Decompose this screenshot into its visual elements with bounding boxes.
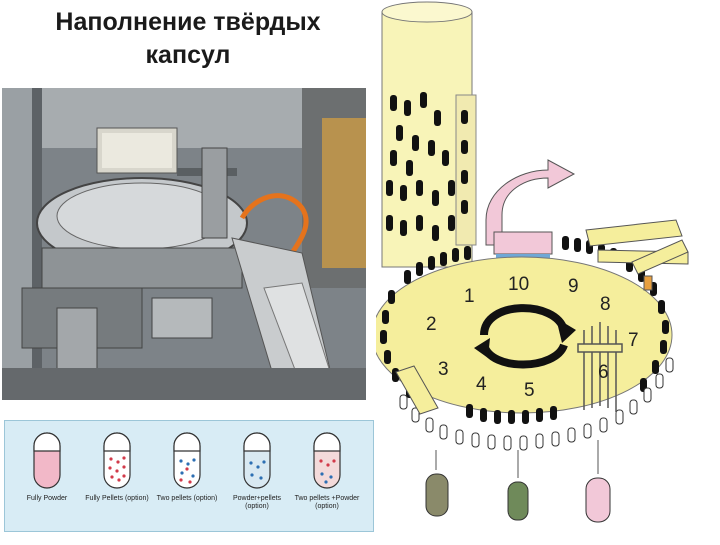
- capsule-two-pellets: [173, 432, 201, 489]
- capsule-powder-pellets: [243, 432, 271, 489]
- station-3-tool: [395, 365, 439, 415]
- capsule-two-pellets-powder: [313, 432, 341, 489]
- capsule-filling-diagram: 1 2 3 4 5 6 7 8 9 10: [371, 0, 720, 540]
- title-line-2: капсул: [145, 41, 231, 69]
- station-number-10: 10: [508, 274, 529, 295]
- station-number-8: 8: [600, 294, 611, 315]
- capsule-fill-types-panel: Fully Powder Fully Pellets (option) Two …: [4, 420, 374, 532]
- station-number-4: 4: [476, 374, 487, 395]
- output-container-left: [425, 450, 449, 517]
- station-number-2: 2: [426, 314, 437, 335]
- station-number-7: 7: [628, 330, 639, 351]
- station-bars: [585, 219, 689, 291]
- machine-photo: [2, 88, 366, 400]
- capsule-label-2: Fully Pellets (option): [85, 495, 149, 502]
- output-container-middle: [507, 450, 529, 521]
- capsule-fully-pellets: [103, 432, 131, 489]
- output-container-right: [585, 440, 611, 523]
- capsule-fully-powder: [33, 432, 61, 489]
- capsule-label-3: Two pellets (option): [156, 495, 218, 502]
- capsule-hopper: [381, 1, 477, 268]
- station-number-1: 1: [464, 286, 475, 307]
- powder-funnel: [485, 159, 576, 260]
- capsule-label-4: Powder+pellets (option): [232, 495, 282, 510]
- station-number-3: 3: [438, 359, 449, 380]
- station-6-pins: [577, 322, 623, 412]
- outer-capsule-ring: [399, 357, 674, 451]
- station-number-5: 5: [524, 380, 535, 401]
- station-number-9: 9: [568, 276, 579, 297]
- rotation-arrow: [474, 304, 576, 369]
- capsule-label-1: Fully Powder: [26, 495, 68, 502]
- title-line-1: Наполнение твёрдых: [55, 8, 321, 36]
- capsule-label-5: Two pellets +Powder (option): [294, 495, 360, 510]
- station-number-6: 6: [598, 362, 609, 383]
- slide-title: Наполнение твёрдых капсул: [0, 6, 376, 72]
